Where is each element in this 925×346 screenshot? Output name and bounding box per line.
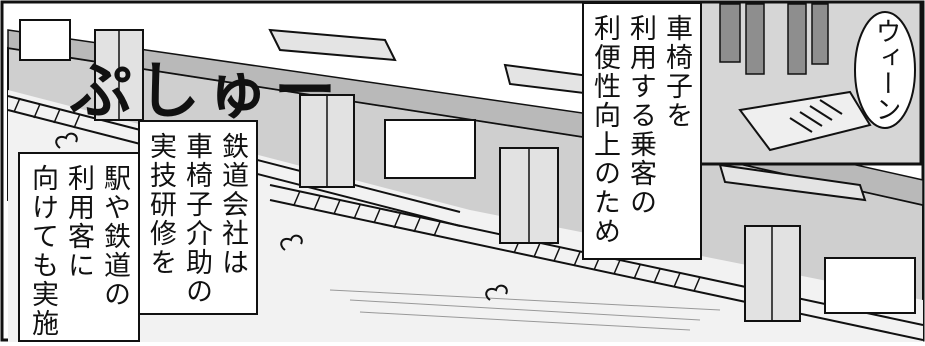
track-ties (13, 97, 701, 292)
door-seams (118, 30, 773, 321)
roof-unit (268, 28, 397, 62)
caption-line: 向けても実施 (27, 164, 58, 338)
caption-line: 利便性向上のため (589, 14, 620, 246)
caption-line: 利用する乗客の (625, 14, 656, 217)
caption-line: 車椅子を (661, 14, 692, 130)
steam-puff (55, 132, 508, 301)
speed-lines (329, 289, 721, 331)
caption-line: 実技研修を (145, 132, 176, 277)
train-windows (19, 19, 916, 314)
caption-top-right: 車椅子を 利用する乗客の 利便性向上のため (582, 2, 702, 260)
caption-line: 利用客に (63, 164, 94, 280)
caption-line: 車椅子介助の (181, 132, 212, 306)
caption-middle: 鉄道会社は 車椅子介助の 実技研修を (138, 120, 258, 315)
sfx-bubble (854, 11, 916, 129)
passenger-legs (719, 3, 829, 75)
caption-left: 駅や鉄道の 利用客に 向けても実施 (18, 152, 140, 342)
wheelchair-ramp (738, 90, 872, 152)
roof-unit (718, 163, 867, 202)
sfx-wiin: ウィーン (871, 18, 901, 122)
sfx-pushu: ぷしゅー (70, 54, 343, 127)
ramp-stripes (789, 99, 843, 133)
caption-line: 鉄道会社は (217, 132, 248, 277)
caption-line: 駅や鉄道の (99, 164, 130, 309)
